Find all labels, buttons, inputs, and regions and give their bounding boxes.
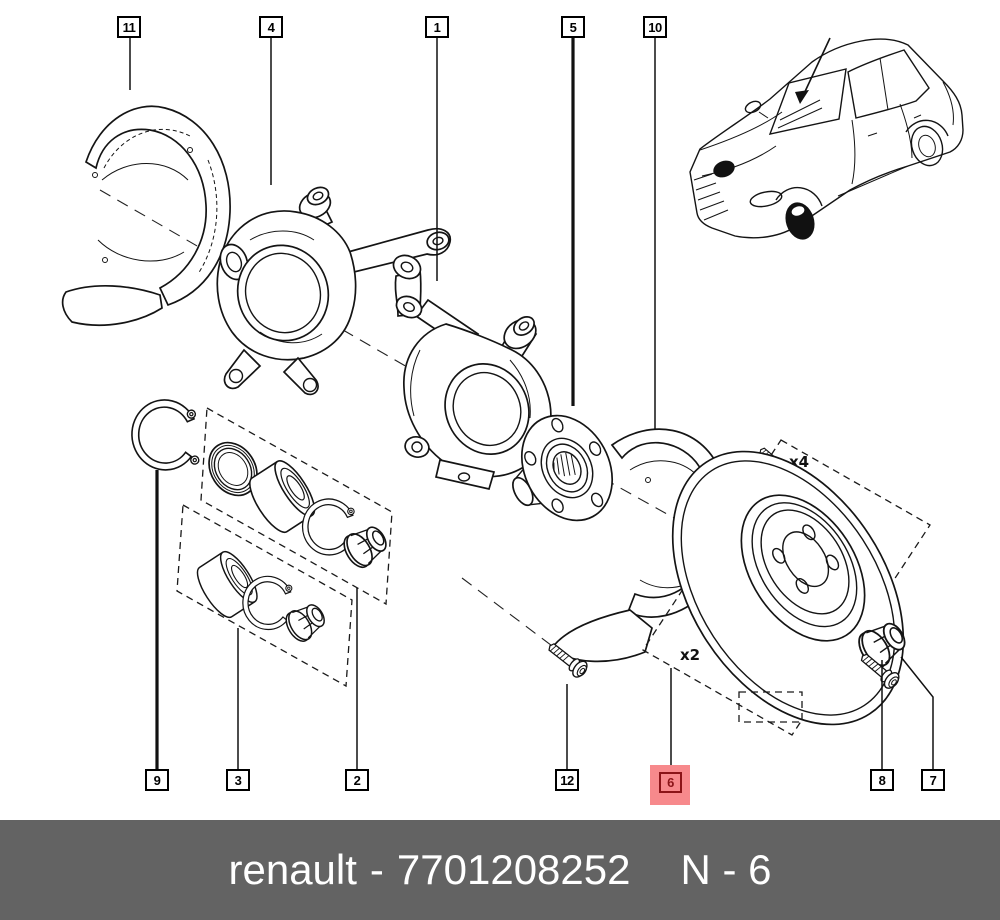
headlight (749, 190, 783, 208)
footer-part-number: 7701208252 (396, 846, 631, 893)
footer-brand: renault (228, 846, 357, 893)
kit3-dashed-box (176, 503, 353, 688)
location-arrow (801, 37, 831, 99)
part-bearing-kit-3 (176, 503, 353, 688)
kit2-seal-ring (208, 441, 258, 497)
part-steering-knuckle-4 (216, 186, 452, 396)
kit2-nut (338, 519, 394, 573)
callout-6-highlight (650, 765, 690, 805)
callout-4[interactable]: 4 (259, 16, 283, 38)
part-wheel-hub-5 (512, 414, 614, 522)
callout-6-selected[interactable]: 6 (659, 772, 682, 793)
disc-small-dashed-rect (738, 691, 803, 723)
kit3-nut (280, 597, 331, 646)
front-wheel-arch (775, 186, 823, 207)
front-wheel-rim (791, 206, 805, 216)
rear-wheel (910, 125, 944, 167)
exploded-diagram: x4 x2 (61, 37, 964, 769)
side-mirror (744, 100, 762, 114)
leader-lines (129, 38, 934, 769)
hood-marker (713, 160, 735, 178)
disc-hat (740, 494, 866, 642)
part-snap-ring-9 (126, 394, 204, 475)
vehicle-sketch (689, 37, 964, 240)
bolt12-axis-line (461, 577, 573, 662)
leader-7 (900, 656, 934, 769)
part-brake-disc-6: x4 x2 (642, 439, 931, 736)
callout-7[interactable]: 7 (921, 769, 945, 791)
callout-1[interactable]: 1 (425, 16, 449, 38)
footer-bar: renault - 7701208252 N - 6 (0, 820, 1000, 920)
callout-10[interactable]: 10 (643, 16, 667, 38)
callout-5[interactable]: 5 (561, 16, 585, 38)
callout-9[interactable]: 9 (145, 769, 169, 791)
location-arrow-head (795, 90, 809, 104)
rear-wheel-arch (905, 119, 949, 137)
qty-label-x2: x2 (680, 646, 700, 664)
front-wheel (785, 202, 815, 240)
callout-8[interactable]: 8 (870, 769, 894, 791)
windshield (768, 68, 847, 135)
callout-11[interactable]: 11 (117, 16, 141, 38)
callout-3[interactable]: 3 (226, 769, 250, 791)
part-dust-shield-11 (61, 105, 231, 326)
footer-page-ref: N - 6 (680, 846, 772, 893)
footer-part-reference: renault - 7701208252 (228, 846, 630, 894)
part-bearing-kit-2 (200, 406, 394, 606)
callout-2[interactable]: 2 (345, 769, 369, 791)
footer-separator: - (369, 846, 384, 893)
kit2-dashed-box (200, 406, 393, 606)
callout-12[interactable]: 12 (555, 769, 579, 791)
side-windows (847, 49, 930, 119)
part-steering-knuckle-1 (392, 254, 552, 491)
